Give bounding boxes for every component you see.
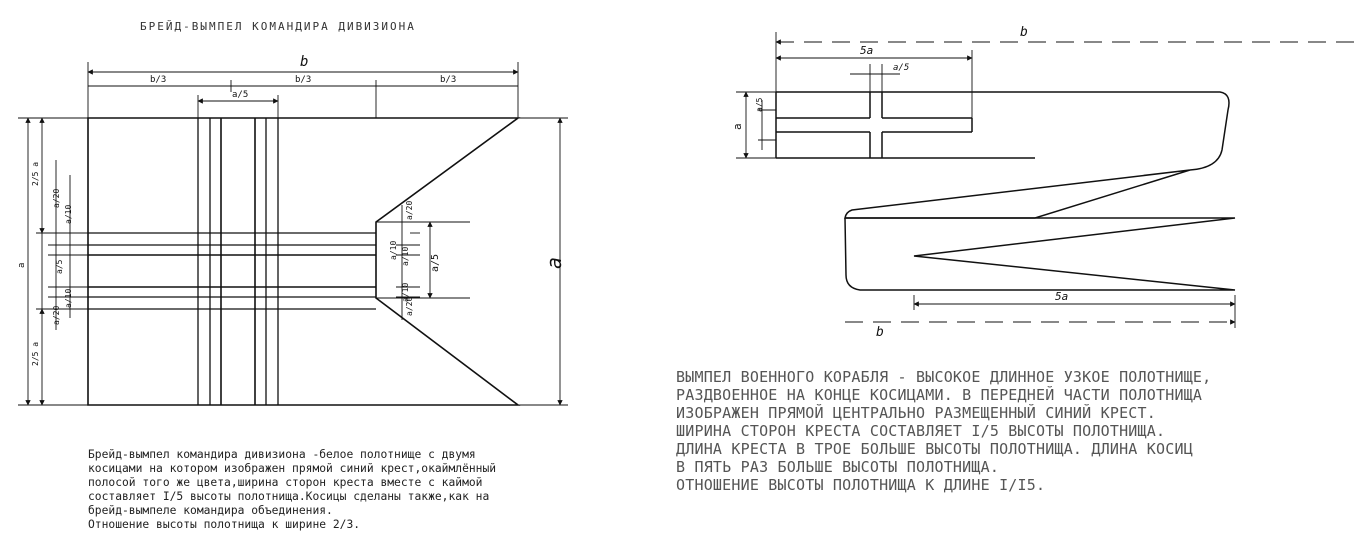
dim-b3-label-1: b/3 — [150, 75, 166, 85]
dim-b-label-right-bottom: b — [876, 325, 884, 340]
dim-5a-label-bottom: 5a — [1055, 290, 1068, 303]
right-description-line: ДЛИНА КРЕСТА В ТРОЕ БОЛЬШЕ ВЫСОТЫ ПОЛОТН… — [676, 440, 1193, 458]
right-flag-outline — [776, 91, 1230, 219]
left-dimensions — [18, 62, 568, 406]
right-description-line: ОТНОШЕНИЕ ВЫСОТЫ ПОЛОТНИЩА К ДЛИНЕ I/I5. — [676, 476, 1046, 494]
left-description-line: брейд-вымпеле командира объединения. — [88, 504, 333, 517]
dim-5a-label-top: 5a — [860, 44, 873, 57]
right-dimensions — [736, 32, 1355, 328]
left-flag-drawing — [87, 117, 521, 406]
dim-2-5a-lower: 2/5 a — [31, 342, 40, 366]
left-description-line: полосой того же цвета,ширина сторон крес… — [88, 476, 483, 489]
left-flag-outline — [87, 117, 521, 406]
dim-2-5a-upper: 2/5 a — [31, 162, 40, 186]
right-description-line: ШИРИНА СТОРОН КРЕСТА СОСТАВЛЯЕТ I/5 ВЫСО… — [676, 422, 1166, 440]
dim-b3-label-2: b/3 — [295, 75, 311, 85]
left-description-line: косицами на котором изображен прямой син… — [88, 462, 497, 475]
dim-a20-label-2: a/20 — [52, 306, 61, 325]
dim-a10-label-tail-1: a/10 — [389, 241, 398, 260]
right-description-line: ВЫМПЕЛ ВОЕННОГО КОРАБЛЯ - ВЫСОКОЕ ДЛИННО… — [676, 368, 1212, 386]
right-description-line: РАЗДВОЕННОЕ НА КОНЦЕ КОСИЦАМИ. В ПЕРЕДНЕ… — [676, 386, 1203, 404]
dim-a10-label-2: a/10 — [64, 289, 73, 308]
dim-a5-label-top: a/5 — [232, 90, 248, 100]
left-description-line: Отношение высоты полотнища к ширине 2/3. — [88, 518, 361, 531]
dim-b-label: b — [300, 54, 308, 70]
dim-a5-label-tail: a/5 — [430, 254, 441, 272]
dim-a20-label-1: a/20 — [52, 189, 61, 208]
right-description-line: В ПЯТЬ РАЗ БОЛЬШЕ ВЫСОТЫ ПОЛОТНИЩА. — [676, 458, 1000, 476]
dim-a10-label-1: a/10 — [64, 205, 73, 224]
dim-a5-label-side: a/5 — [755, 97, 764, 112]
dim-a5-label-right: a/5 — [893, 63, 909, 73]
dim-a-label-right: a — [542, 257, 566, 269]
dim-b-label-right-top: b — [1020, 25, 1028, 40]
right-dimension-labels: b 5a a/5 a a/5 5a b — [731, 25, 1068, 340]
dim-a-label-left: a — [17, 263, 27, 268]
left-description: Брейд-вымпел командира дивизиона -белое … — [88, 448, 608, 532]
left-description-line: составляет I/5 высоты полотнища.Косицы с… — [88, 490, 490, 503]
dim-a20-label-tail-1: a/20 — [405, 201, 414, 220]
left-dimension-labels: b b/3 b/3 b/3 a/5 a a 2/5 a 2/5 a a/20 a… — [17, 54, 566, 366]
left-description-line: Брейд-вымпел командира дивизиона -белое … — [88, 448, 476, 461]
dim-a20-label-tail-2: a/20 — [405, 297, 414, 316]
dim-b3-label-3: b/3 — [440, 75, 456, 85]
dim-a5-label-left: a/5 — [55, 259, 64, 274]
right-description-line: ИЗОБРАЖЕН ПРЯМОЙ ЦЕНТРАЛЬНО РАЗМЕЩЕННЫЙ … — [676, 404, 1156, 422]
right-flag-drawing — [775, 91, 1236, 291]
dim-a10-label-tail-3: a/10 — [401, 283, 410, 302]
dim-a10-label-tail-2: a/10 — [401, 247, 410, 266]
dim-a-label-right-fig: a — [731, 123, 744, 130]
right-description: ВЫМПЕЛ ВОЕННОГО КОРАБЛЯ - ВЫСОКОЕ ДЛИННО… — [676, 368, 1356, 494]
left-figure-title: БРЕЙД-ВЫМПЕЛ КОМАНДИРА ДИВИЗИОНА — [140, 20, 416, 33]
